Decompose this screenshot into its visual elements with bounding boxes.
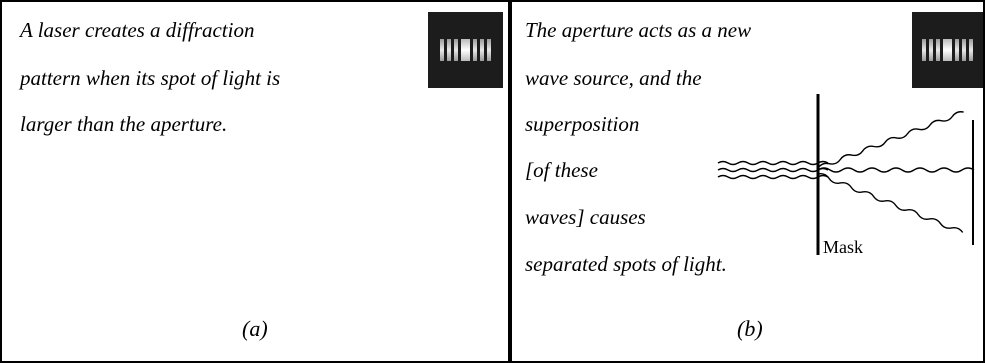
cell-b-line-4: [of these: [525, 158, 598, 182]
diffraction-pattern-image-a: [428, 12, 503, 88]
mask-label: Mask: [823, 237, 863, 257]
cell-a-text: A laser creates a diffraction pattern wh…: [20, 18, 420, 138]
incoming-wave-2: [717, 167, 829, 173]
incoming-wave-1: [717, 160, 829, 166]
cell-b-text: The aperture acts as a new wave source, …: [525, 18, 825, 308]
cell-b-line-1: The aperture acts as a new: [525, 18, 752, 42]
cell-b-line-6: separated spots of light.: [525, 252, 727, 276]
caption-b: (b): [737, 316, 763, 341]
cell-a-line-3: larger than the aperture.: [20, 112, 228, 136]
cell-b-line-3: superposition: [525, 112, 640, 136]
cell-b-line-5: waves] causes: [525, 205, 646, 229]
outgoing-wave-down: [817, 173, 964, 233]
diffraction-pattern-image-b: [912, 12, 983, 88]
incoming-wave-3: [717, 174, 829, 180]
outgoing-wave-up: [817, 111, 964, 169]
aperture-wave-diagram: Mask: [717, 94, 975, 257]
cell-a-line-1: A laser creates a diffraction: [20, 18, 255, 42]
cell-a-line-2: pattern when its spot of light is: [20, 66, 281, 90]
cell-b-line-2: wave source, and the: [525, 66, 702, 90]
outgoing-wave-middle: [817, 167, 975, 173]
column-divider: [508, 0, 512, 363]
caption-a: (a): [242, 316, 268, 341]
